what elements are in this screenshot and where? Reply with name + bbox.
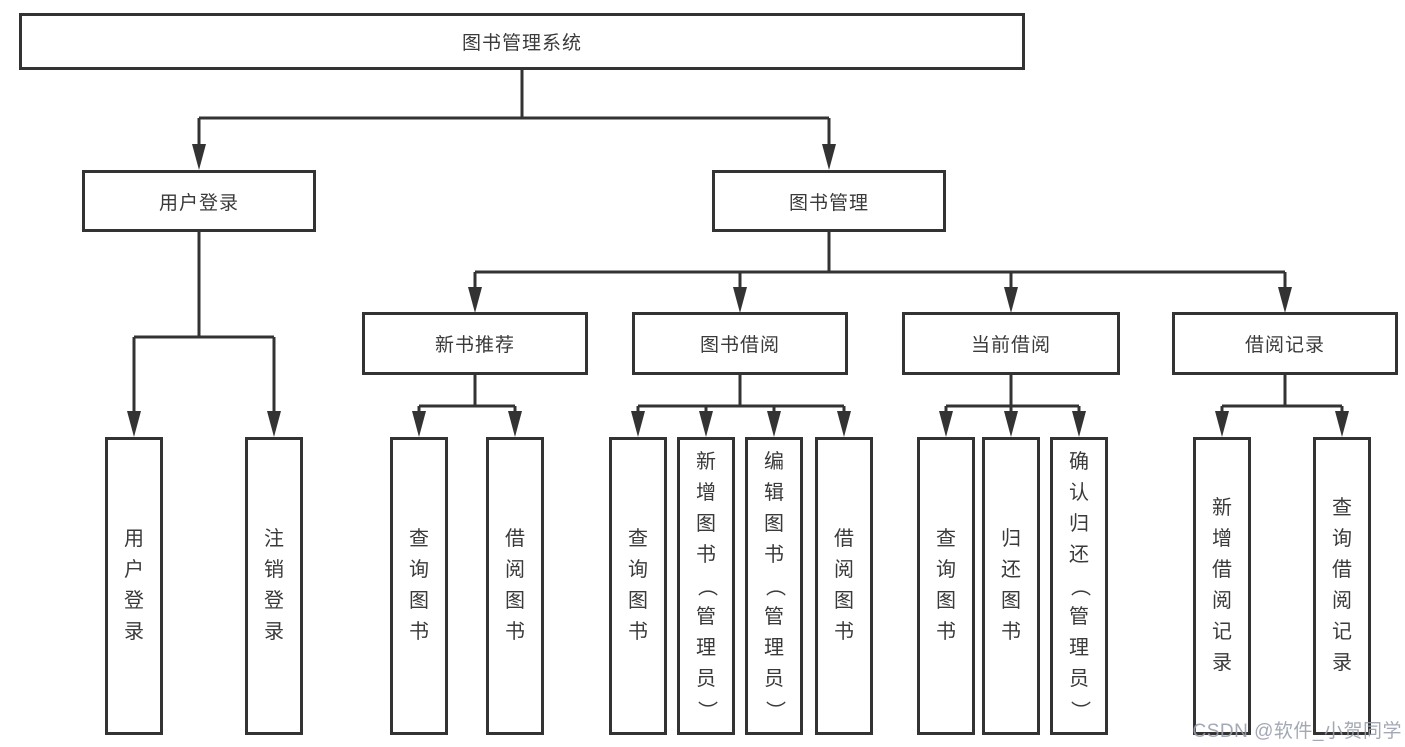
node-current-borrowing: 当前借阅 [902, 312, 1120, 375]
leaf-edit-books-admin: 编辑图书（管理员） [745, 437, 803, 735]
watermark-csdn: CSDN @软件_小贺同学 [1192, 721, 1402, 742]
leaf-borrow-books-recommendation: 借阅图书 [486, 437, 544, 735]
leaf-query-books-borrowing: 查询图书 [609, 437, 667, 735]
leaf-logout: 注销登录 [245, 437, 303, 735]
leaf-confirm-return-admin: 确认归还（管理员） [1050, 437, 1108, 735]
node-user-login: 用户登录 [82, 170, 316, 232]
leaf-user-login: 用户登录 [105, 437, 163, 735]
node-borrowing-records: 借阅记录 [1172, 312, 1398, 375]
leaf-borrow-books-borrowing: 借阅图书 [815, 437, 873, 735]
leaf-add-borrow-record: 新增借阅记录 [1193, 437, 1251, 735]
node-new-book-recommendation: 新书推荐 [362, 312, 588, 375]
node-library-management-system: 图书管理系统 [19, 13, 1025, 70]
leaf-add-books-admin: 新增图书（管理员） [677, 437, 735, 735]
leaf-query-books-recommendation: 查询图书 [390, 437, 448, 735]
leaf-query-books-current: 查询图书 [917, 437, 975, 735]
leaf-query-borrow-record: 查询借阅记录 [1313, 437, 1371, 735]
leaf-return-books: 归还图书 [982, 437, 1040, 735]
node-book-borrowing: 图书借阅 [632, 312, 848, 375]
node-book-management: 图书管理 [712, 170, 946, 232]
